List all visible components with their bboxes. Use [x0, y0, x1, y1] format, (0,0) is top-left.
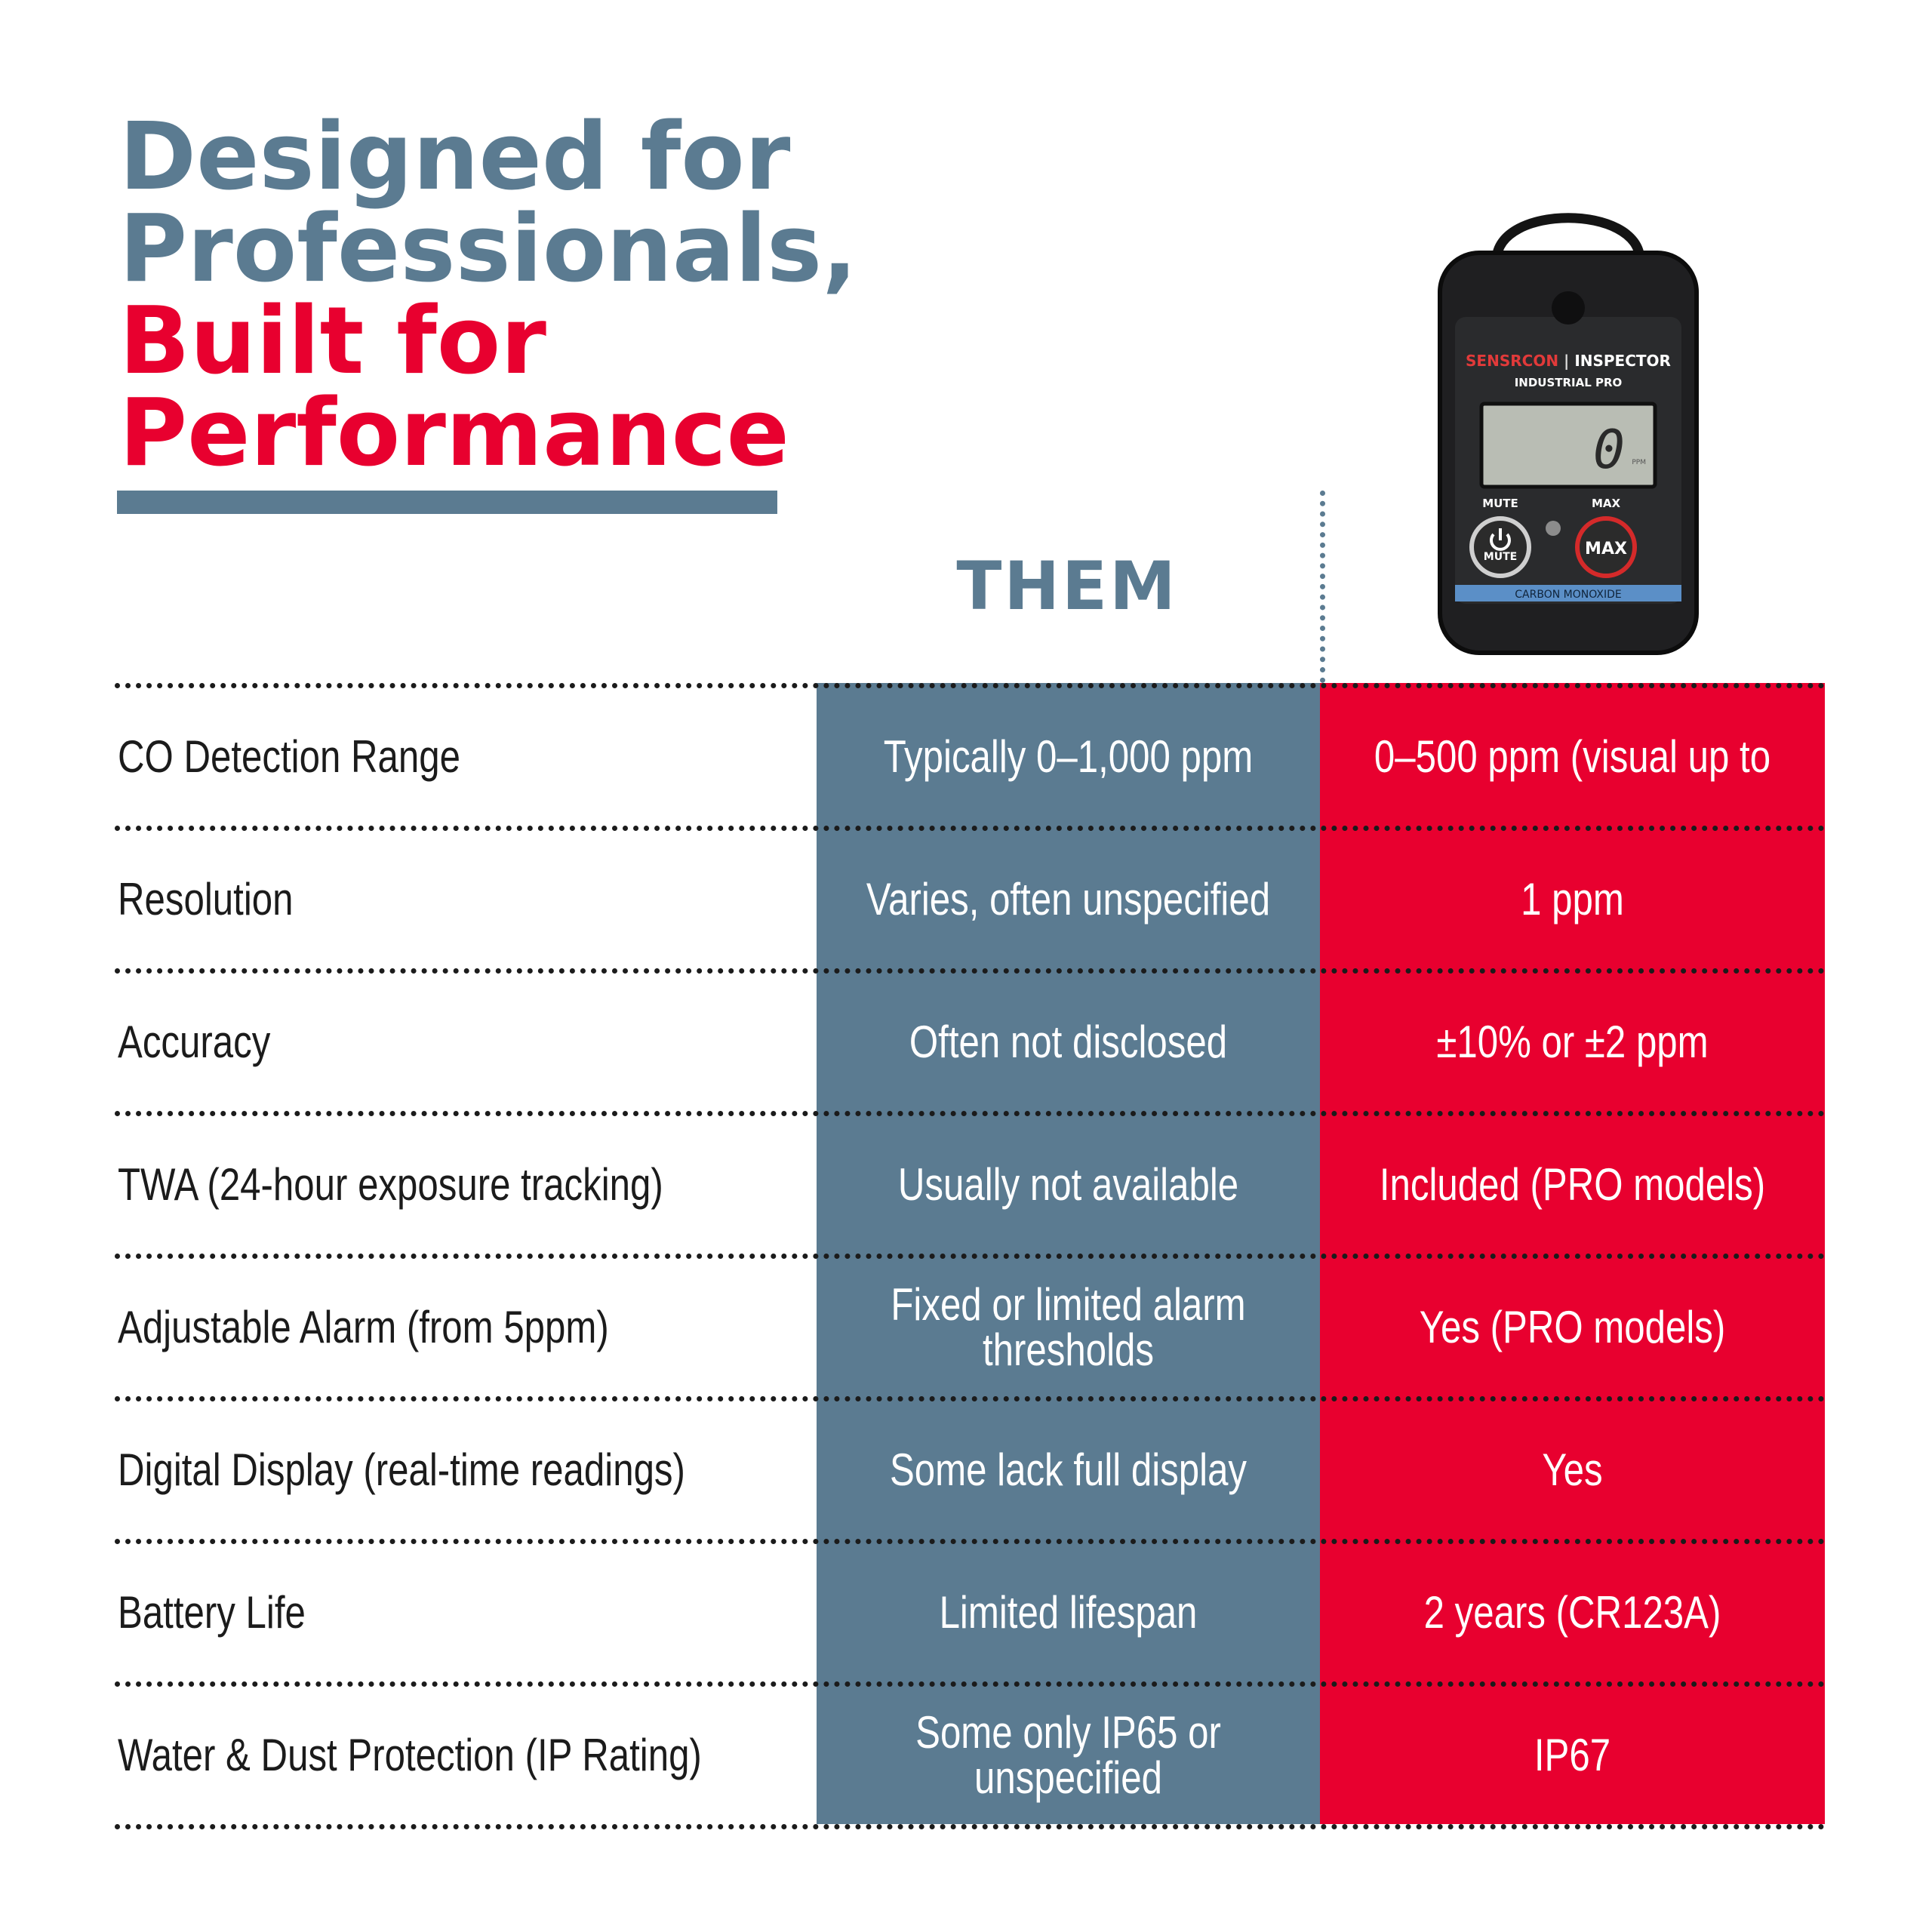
device-lcd-unit: PPM	[1632, 459, 1646, 466]
feature-label: Water & Dust Protection (IP Rating)	[118, 1730, 702, 1780]
them-value: Fixed or limited alarm thresholds	[891, 1279, 1246, 1375]
device-max-button	[1575, 516, 1637, 578]
them-value: Some only IP65 or unspecified	[915, 1707, 1221, 1803]
feature-label: Adjustable Alarm (from 5ppm)	[118, 1302, 609, 1352]
svg-text:SENSRCON | INSPECTOR: SENSRCON | INSPECTOR	[1466, 352, 1671, 370]
feature-label: Accuracy	[118, 1017, 271, 1067]
device-status-led	[1546, 521, 1561, 536]
feature-label: Resolution	[118, 874, 294, 924]
us-value: Yes	[1542, 1444, 1603, 1495]
device-brand-right: CON	[1522, 352, 1558, 370]
device-mute-button-text: MUTE	[1484, 551, 1517, 563]
table-row: Adjustable Alarm (from 5ppm) Fixed or li…	[115, 1254, 1825, 1396]
us-value: IP67	[1534, 1730, 1611, 1780]
device-mute-button	[1469, 516, 1531, 578]
us-value: Included (PRO models)	[1379, 1159, 1766, 1210]
device-max-label: MAX	[1592, 497, 1621, 510]
table-row: TWA (24-hour exposure tracking) Usually …	[115, 1111, 1825, 1254]
table-row: Water & Dust Protection (IP Rating) Some…	[115, 1681, 1825, 1829]
headline-line-3: Built for	[119, 288, 546, 395]
table-row: CO Detection Range Typically 0–1,000 ppm…	[115, 683, 1825, 826]
them-value: Typically 0–1,000 ppm	[883, 731, 1254, 782]
device-lcd-screen	[1479, 401, 1657, 489]
table-row: Accuracy Often not disclosed ±10% or ±2 …	[115, 968, 1825, 1111]
power-icon	[1490, 528, 1511, 551]
headline-line-2: Professionals,	[119, 195, 857, 303]
device-gas-label: CARBON MONOXIDE	[1515, 589, 1621, 601]
them-value: Some lack full display	[889, 1444, 1247, 1495]
device-submodel: INDUSTRIAL PRO	[1515, 376, 1623, 389]
feature-label: CO Detection Range	[118, 731, 460, 782]
device-lanyard-loop	[1491, 213, 1645, 261]
device-brand-mid: R	[1510, 352, 1521, 370]
us-value: 0–500 ppm (visual up to	[1374, 731, 1771, 782]
them-column-header: THEM	[956, 547, 1178, 625]
device-top-hole	[1552, 291, 1585, 325]
table-row: Digital Display (real-time readings) Som…	[115, 1396, 1825, 1539]
feature-label: Digital Display (real-time readings)	[118, 1444, 685, 1495]
device-model: INSPECTOR	[1574, 352, 1671, 370]
us-value: ±10% or ±2 ppm	[1436, 1017, 1709, 1067]
them-value: Varies, often unspecified	[866, 874, 1271, 924]
headline-underline	[117, 491, 777, 514]
device-mute-label: MUTE	[1482, 497, 1518, 510]
co-detector-product-image: SENSRCON | INSPECTOR INDUSTRIAL PRO 0 PP…	[1438, 213, 1699, 655]
us-value: 2 years (CR123A)	[1423, 1587, 1721, 1638]
feature-label: Battery Life	[118, 1587, 306, 1638]
device-max-button-text: MAX	[1585, 540, 1627, 558]
headline-line-4: Performance	[119, 380, 789, 488]
headline: Designed for Professionals, Built for Pe…	[119, 103, 857, 488]
table-row: Resolution Varies, often unspecified 1 p…	[115, 826, 1825, 968]
feature-label: TWA (24-hour exposure tracking)	[118, 1159, 663, 1210]
table-row: Battery Life Limited lifespan 2 years (C…	[115, 1539, 1825, 1681]
column-divider-dots	[1320, 491, 1325, 683]
device-brand-left: SENS	[1466, 352, 1510, 370]
device-lcd-reading: 0	[1593, 419, 1625, 481]
them-value: Often not disclosed	[909, 1017, 1228, 1067]
us-value: Yes (PRO models)	[1419, 1302, 1726, 1352]
them-value: Limited lifespan	[939, 1587, 1198, 1638]
device-gas-strip	[1455, 585, 1681, 601]
them-value: Usually not available	[897, 1159, 1239, 1210]
us-value: 1 ppm	[1521, 874, 1624, 924]
comparison-table: CO Detection Range Typically 0–1,000 ppm…	[115, 683, 1825, 1829]
headline-line-1: Designed for	[119, 103, 791, 211]
